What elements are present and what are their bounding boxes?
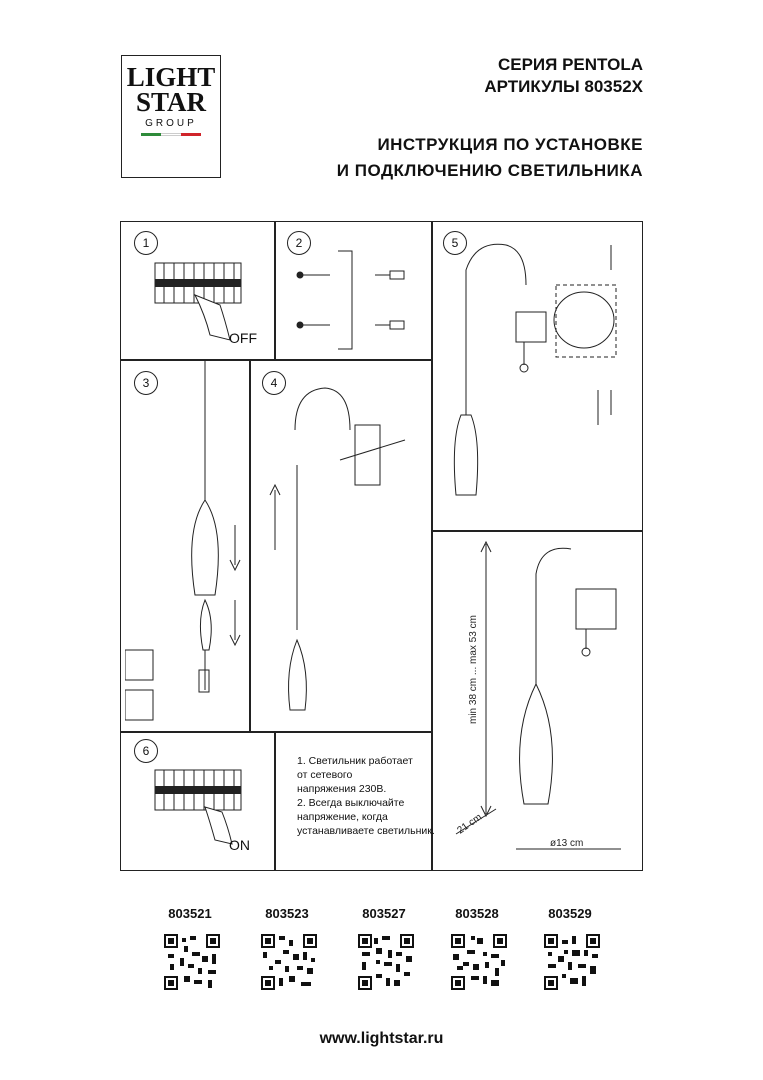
step-5-assembly-illustration	[453, 243, 617, 496]
article-code: 803529	[548, 906, 592, 921]
note-line: 2. Всегда выключайте	[297, 797, 405, 809]
article-code: 803527	[362, 906, 406, 921]
divider	[274, 221, 276, 359]
step-1-number: 1	[134, 231, 158, 255]
qr-code[interactable]	[451, 934, 507, 990]
divider	[431, 530, 643, 532]
brand-logo: LIGHT STAR GROUP	[121, 55, 221, 178]
logo-text-light: LIGHT	[126, 62, 216, 92]
safety-notes: 1. Светильник работает от сетевого напря…	[297, 754, 435, 838]
divider	[431, 221, 433, 871]
title-line-1: ИНСТРУКЦИЯ ПО УСТАНОВКЕ	[377, 135, 643, 154]
logo-text-star: STAR	[135, 87, 207, 117]
divider	[120, 359, 432, 361]
depth-dimension-label: 21 cm	[455, 812, 484, 837]
qr-code[interactable]	[358, 934, 414, 990]
qr-code[interactable]	[544, 934, 600, 990]
step-3-number: 3	[134, 371, 158, 395]
step-5-number: 5	[443, 231, 467, 255]
series-name: СЕРИЯ PENTOLA	[497, 55, 643, 74]
mounting-bracket-illustration	[296, 250, 405, 350]
logo-flag-stripe	[141, 133, 201, 136]
note-line: устанавливаете светильник.	[297, 825, 435, 837]
note-line: от сетевого	[297, 769, 353, 781]
off-label: OFF	[229, 330, 257, 346]
series-header: СЕРИЯ PENTOLA АРТИКУЛЫ 80352X	[484, 54, 643, 98]
breaker-panel-on-illustration	[154, 769, 242, 845]
note-line: напряжения 230В.	[297, 783, 387, 795]
step-4-assembly-illustration	[269, 387, 406, 711]
step-4-number: 4	[262, 371, 286, 395]
step-2-number: 2	[287, 231, 311, 255]
step-3-shade-illustration	[125, 360, 241, 721]
article-code: 803528	[455, 906, 499, 921]
title-line-2: И ПОДКЛЮЧЕНИЮ СВЕТИЛЬНИКА	[336, 161, 643, 180]
step-6-number: 6	[134, 739, 158, 763]
height-dimension-label: min 38 cm ... max 53 cm	[468, 615, 479, 724]
dimension-drawing: min 38 cm ... max 53 cm 21 cm ø13 cm	[455, 540, 621, 850]
diameter-dimension-label: ø13 cm	[550, 838, 583, 849]
divider	[274, 731, 276, 871]
document-title: ИНСТРУКЦИЯ ПО УСТАНОВКЕ И ПОДКЛЮЧЕНИЮ СВ…	[337, 132, 643, 184]
note-line: напряжение, когда	[297, 811, 388, 823]
qr-code[interactable]	[164, 934, 220, 990]
qr-code[interactable]	[261, 934, 317, 990]
article-code: 803523	[265, 906, 309, 921]
on-label: ON	[229, 837, 250, 853]
divider	[120, 731, 432, 733]
divider	[249, 359, 251, 732]
breaker-panel-off-illustration	[154, 262, 242, 341]
note-line: 1. Светильник работает	[297, 755, 413, 767]
logo-text-group: GROUP	[145, 118, 197, 129]
article-code: 803521	[168, 906, 212, 921]
instruction-grid	[120, 221, 643, 871]
article-numbers: АРТИКУЛЫ 80352X	[484, 77, 643, 96]
website-link[interactable]: www.lightstar.ru	[319, 1030, 444, 1047]
